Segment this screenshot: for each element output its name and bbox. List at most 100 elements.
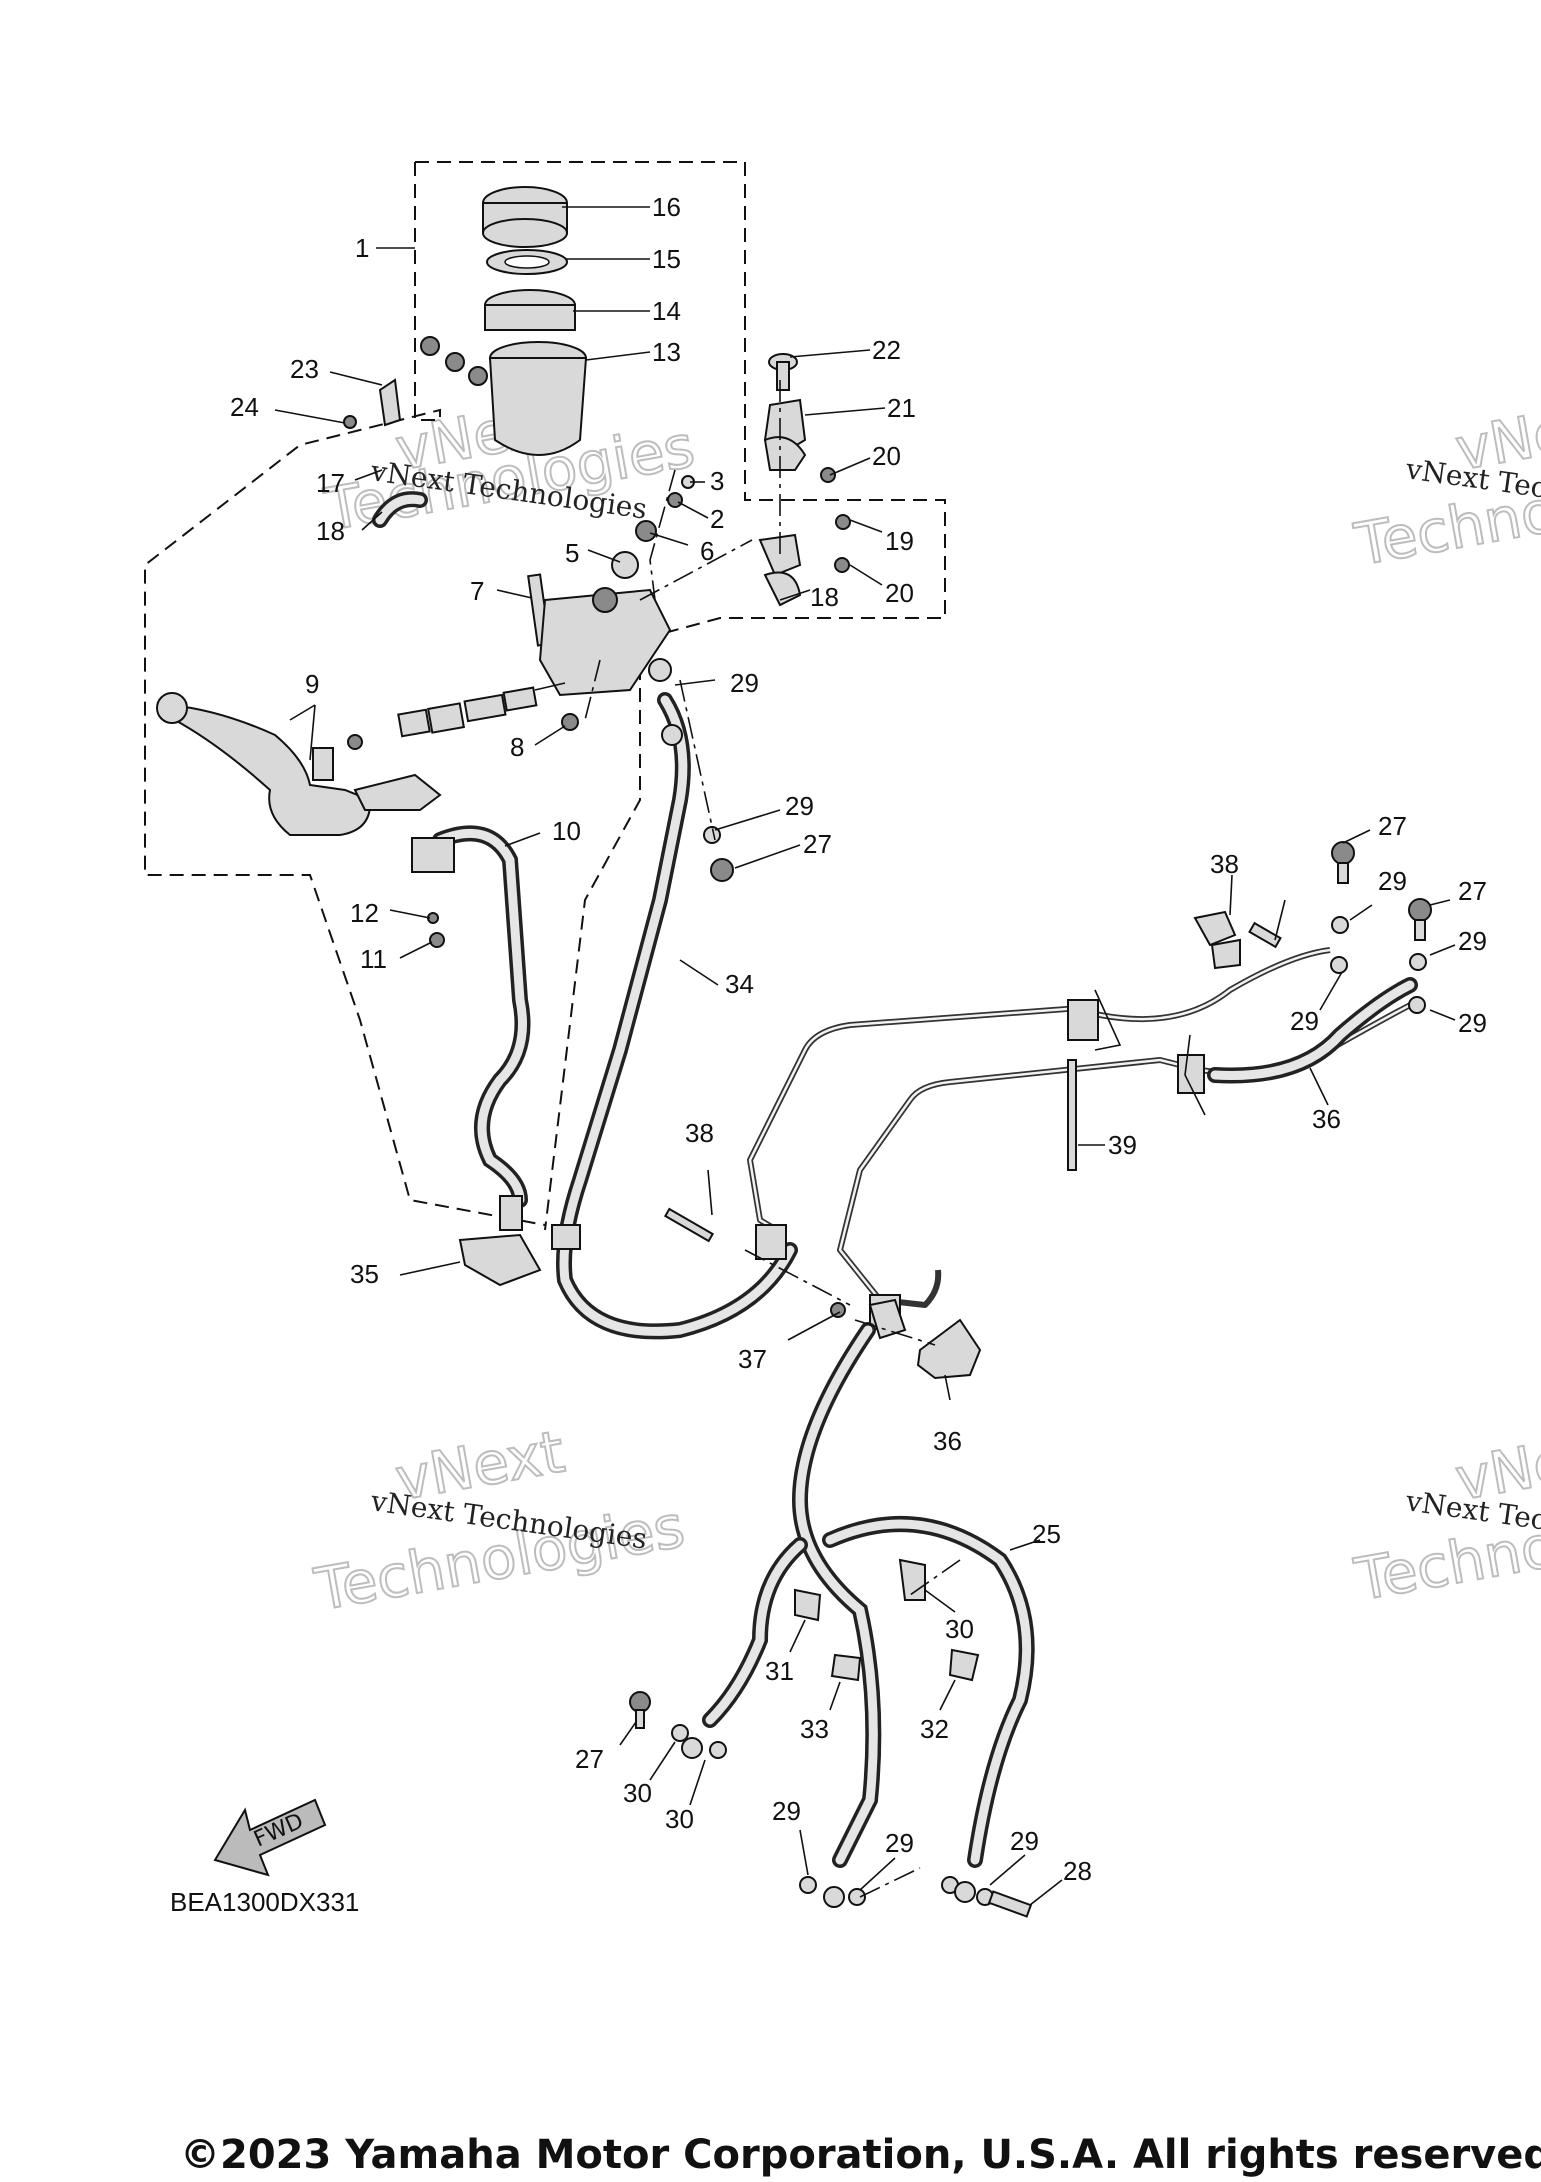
- banjo-lower-left: [681, 1737, 703, 1759]
- right-fittings: [663, 841, 1432, 1243]
- diagram-code: BEA1300DX331: [170, 1887, 359, 1917]
- callout-29-g: 30: [623, 1778, 652, 1808]
- washer-29-l3: [799, 1876, 817, 1894]
- lever-bolt: [347, 734, 363, 750]
- callout-8: 8: [510, 732, 524, 762]
- pipe-grommet-1: [755, 1224, 787, 1260]
- callout-34: 36: [1312, 1104, 1341, 1134]
- screw-25: [343, 415, 357, 429]
- callout-13: 13: [652, 337, 681, 367]
- callout-28: 28: [1063, 1856, 1092, 1886]
- callout-27-a: 27: [803, 829, 832, 859]
- callout-7: 7: [470, 576, 484, 606]
- callout-27-c: 27: [1458, 876, 1487, 906]
- callout-36: 37: [738, 1344, 767, 1374]
- washer-29-l2: [709, 1741, 727, 1759]
- brake-switch-10: [411, 837, 455, 873]
- bolt-27-a: [710, 858, 734, 882]
- clip-30b: [794, 1588, 822, 1622]
- callout-33: 35: [350, 1259, 379, 1289]
- callout-29-h: 30: [665, 1804, 694, 1834]
- bracket-35: [916, 1318, 982, 1380]
- switch-connector: [499, 1195, 523, 1231]
- callout-29-c: 29: [1378, 866, 1407, 896]
- callout-22: 21: [887, 393, 916, 423]
- washer-29-r1: [1331, 916, 1349, 934]
- callout-29-d: 29: [1290, 1006, 1319, 1036]
- callout-29-j: 29: [885, 1828, 914, 1858]
- joint-upper: [1067, 999, 1099, 1041]
- bolt-20b: [834, 557, 850, 573]
- clip-30c: [948, 1648, 980, 1682]
- assembly-outlines: [144, 161, 946, 1231]
- washer-5: [611, 551, 639, 579]
- banjo-lower-mid: [823, 1886, 845, 1908]
- lower-hoses: [629, 1322, 1035, 1918]
- callout-25: 24: [230, 392, 259, 422]
- clamp-31: [830, 1653, 862, 1682]
- callout-18: 18: [316, 516, 345, 546]
- bracket-24: [378, 378, 402, 427]
- callout-2: 2: [710, 504, 724, 534]
- joint-35: [868, 1298, 907, 1340]
- callout-9: 9: [305, 669, 319, 699]
- callout-23: 22: [872, 335, 901, 365]
- callout-29-k: 29: [1010, 1826, 1039, 1856]
- callout-20a: 19: [885, 526, 914, 556]
- callout-12: 12: [350, 898, 379, 928]
- callout-labels: 16 15 14 13 1 23 24 17 18 22 21 20 19 20…: [230, 192, 1487, 1886]
- bleeder-6: [635, 520, 657, 542]
- bolt-28: [987, 1890, 1033, 1918]
- holder-parts: [758, 353, 851, 607]
- switch-lead-10: [411, 825, 542, 1287]
- bolt-27-r1: [1331, 841, 1355, 865]
- callout-26: 25: [1032, 1519, 1061, 1549]
- nipple-2: [445, 352, 465, 372]
- washer-8: [561, 713, 579, 731]
- grommet-32: [551, 1224, 581, 1250]
- callout-27-b: 27: [1378, 811, 1407, 841]
- callout-29-e: 29: [1458, 926, 1487, 956]
- washer-29-top: [648, 658, 672, 682]
- reservoir-assembly-outline: [415, 161, 946, 646]
- callout-29-b: 29: [785, 791, 814, 821]
- bracket-37: [1193, 910, 1237, 947]
- callout-14: 14: [652, 296, 681, 326]
- clip-30a: [898, 1558, 926, 1601]
- callout-32: 34: [725, 969, 754, 999]
- lower-bracket: [830, 1298, 982, 1380]
- callout-17: 17: [316, 468, 345, 498]
- fwd-arrow-icon: FWD: [213, 1798, 327, 1877]
- bolt-21: [820, 467, 836, 483]
- callout-21: 20: [872, 441, 901, 471]
- brake-lever-9: [168, 703, 372, 836]
- banjo-32: [661, 724, 683, 746]
- callout-19: 18: [810, 582, 839, 612]
- callout-30-b: 31: [765, 1656, 794, 1686]
- callout-29-a: 29: [730, 668, 759, 698]
- clamp-19a: [758, 533, 802, 577]
- banjo-lower-right: [954, 1881, 976, 1903]
- callout-10: 10: [552, 816, 581, 846]
- callout-31: 33: [800, 1714, 829, 1744]
- brake-pipes: [747, 947, 1422, 1330]
- master-cylinder-outline: [144, 162, 546, 1226]
- callout-15: 15: [652, 244, 681, 274]
- bolt-36: [830, 1302, 846, 1318]
- brake-hose-32: [551, 658, 798, 1340]
- reservoir-parts: [343, 186, 588, 528]
- centre-lines: [584, 380, 961, 1596]
- leader-lines: [274, 206, 1456, 1906]
- watermark-group: Technologies vNext vNext Technologies Te…: [309, 386, 1541, 1625]
- clamp-33: [458, 1233, 542, 1287]
- bracket-37b: [1210, 938, 1241, 970]
- callout-1: 1: [355, 233, 369, 263]
- washer-29-l4: [848, 1888, 866, 1906]
- bolt-38-left: [663, 1207, 715, 1243]
- copyright-notice: ©2023 Yamaha Motor Corporation, U.S.A. A…: [180, 2132, 1541, 2178]
- diaphragm-body: [484, 304, 576, 331]
- callout-20b: 20: [885, 578, 914, 608]
- reservoir-body: [488, 357, 588, 456]
- washer-29b: [703, 826, 721, 844]
